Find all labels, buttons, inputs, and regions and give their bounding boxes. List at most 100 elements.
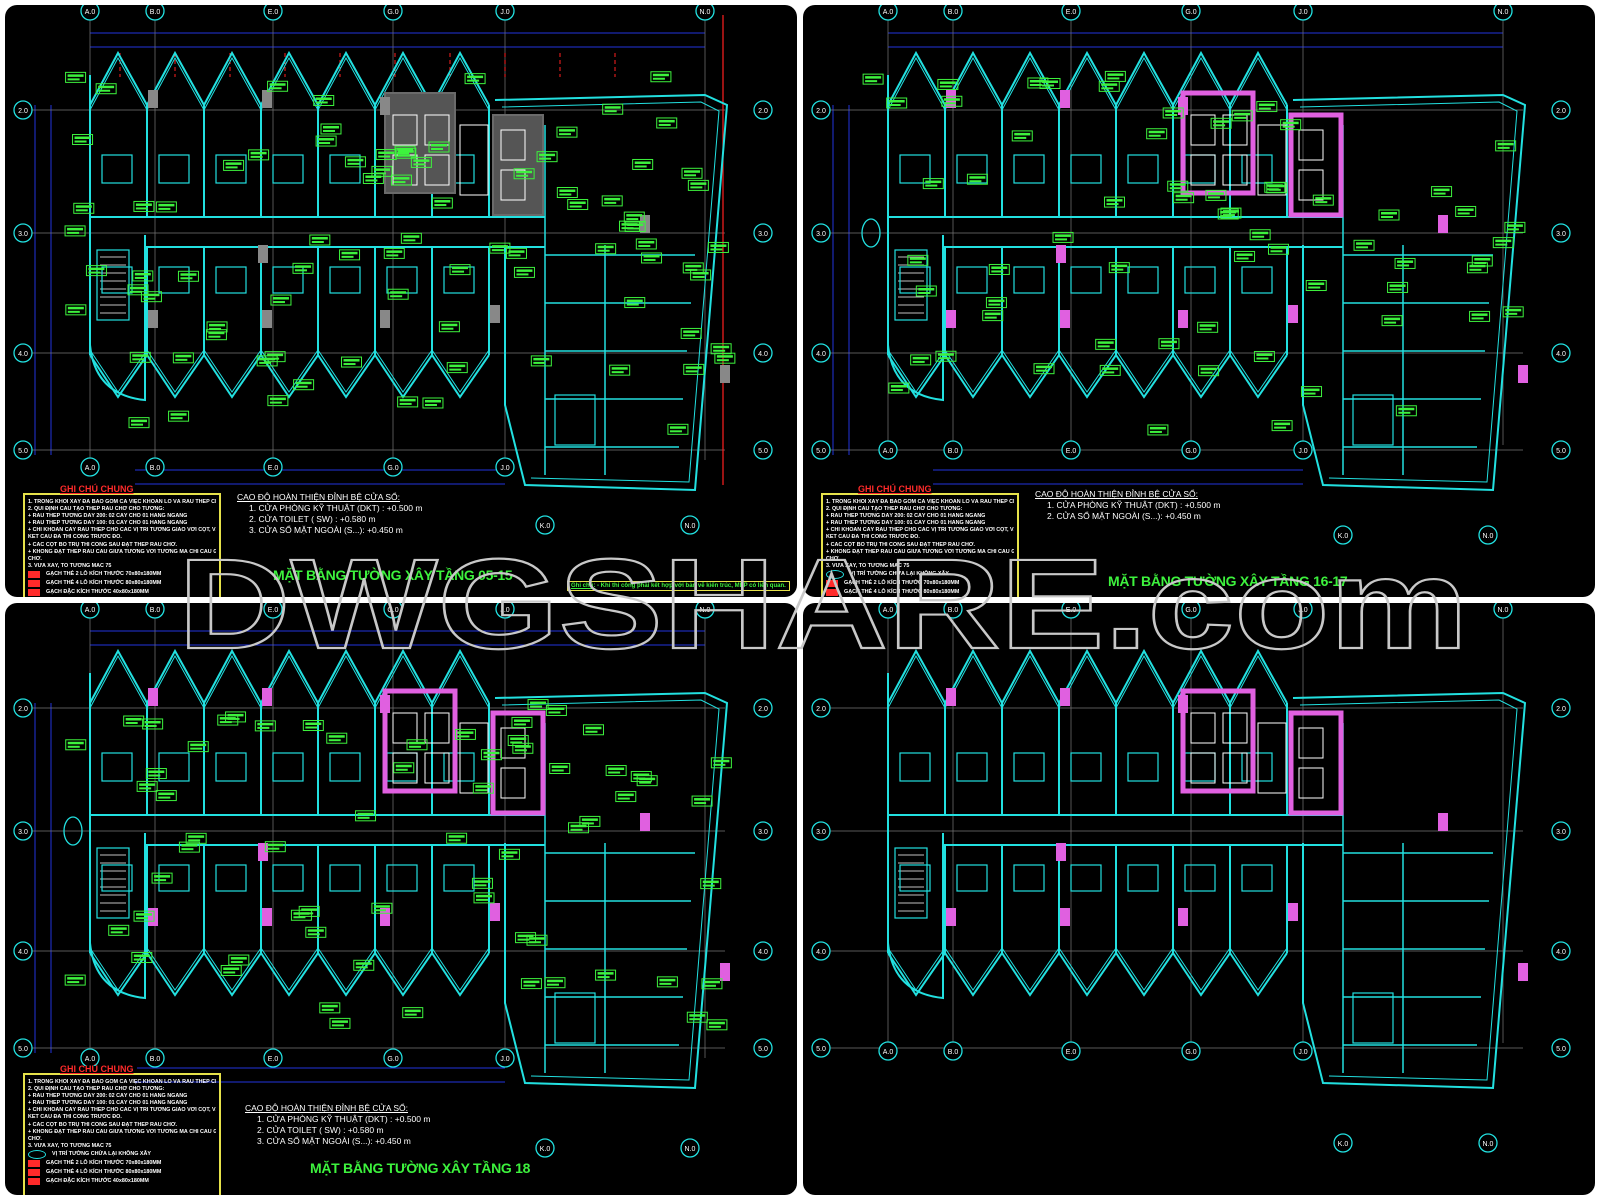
- toilet-room: [1241, 752, 1273, 782]
- wall-tag-text: [269, 83, 286, 86]
- wall-tag-text: [1042, 80, 1059, 83]
- toilet-room: [554, 394, 596, 446]
- toilet-room: [386, 864, 418, 892]
- grid-bubble: [1551, 440, 1571, 460]
- wall-tag: [428, 141, 450, 153]
- grid-bubble: [753, 698, 773, 718]
- wall-tag-text: [597, 249, 610, 252]
- wall-tag-text: [627, 227, 640, 230]
- wall-tag: [400, 232, 422, 244]
- wall-tag-text: [548, 707, 565, 710]
- wall-tag-text: [230, 961, 243, 964]
- grid-bubble-label: 5.0: [18, 1046, 28, 1053]
- wall-tag-text: [67, 981, 80, 984]
- grid-bubble-label: 2.0: [816, 108, 826, 115]
- wall-tag-text: [659, 978, 676, 982]
- grid-bubble-label: B.0: [150, 607, 161, 614]
- note-line: CHỜ.: [28, 1135, 42, 1142]
- wall-tag: [228, 954, 250, 966]
- grid-bubble: [1181, 1041, 1201, 1061]
- wall-tag-text: [133, 958, 146, 961]
- wall-tag-text: [67, 306, 84, 310]
- wall-tag-text: [328, 739, 341, 742]
- wall-tag-text: [1433, 188, 1450, 192]
- grid-bubble: [753, 343, 773, 363]
- wall-tag-text: [639, 777, 656, 781]
- wall-tag-text: [295, 265, 312, 268]
- wall-tag: [641, 252, 663, 264]
- wall-tag-text: [539, 153, 556, 157]
- wall-tag-text: [925, 180, 942, 184]
- grid-bubble: [535, 515, 555, 535]
- grid-bubble: [495, 5, 515, 21]
- wall-tag-text: [1165, 109, 1182, 113]
- wall-tag-text: [1389, 284, 1406, 287]
- wall-tag-text: [943, 98, 960, 101]
- wall-tag-text: [75, 205, 92, 208]
- wall-tag: [1095, 338, 1117, 350]
- wall-tag-text: [311, 237, 328, 240]
- toilet-room: [443, 864, 475, 892]
- wall-tag-text: [154, 875, 171, 878]
- wall-tag-text: [683, 334, 696, 337]
- wall-tag-text: [491, 249, 504, 252]
- wall-tag-text: [912, 360, 925, 363]
- wall-tag: [636, 775, 658, 787]
- wall-tag-text: [331, 1024, 344, 1027]
- drawing-title: MẶT BẰNG TƯỜNG XÂY TẦNG 16-17: [1108, 573, 1348, 589]
- grid-bubble-label: 5.0: [816, 448, 826, 455]
- grid-bubble: [1551, 1038, 1571, 1058]
- wall-tag-text: [912, 356, 929, 360]
- wall-tag-text: [74, 140, 87, 143]
- wall-tag-text: [1270, 250, 1283, 253]
- wall-tag-text: [110, 931, 123, 934]
- wall-tag: [530, 355, 552, 367]
- wall-tag: [1039, 77, 1061, 89]
- toilet-room: [956, 266, 988, 294]
- wall-tag-text: [1222, 210, 1239, 213]
- wall-tag: [512, 742, 534, 754]
- wall-tag: [1266, 182, 1288, 194]
- wall-tag-text: [604, 110, 617, 113]
- grid-bubble: [753, 223, 773, 243]
- wall-tag: [707, 241, 729, 253]
- grid-bubble: [1181, 5, 1201, 21]
- wall-tag-text: [139, 787, 152, 790]
- wall-tag: [155, 201, 177, 213]
- wall-tag-text: [452, 266, 469, 270]
- grid-bubble: [13, 100, 33, 120]
- wall-tag-text: [307, 933, 320, 936]
- grid-bubble-label: 3.0: [816, 829, 826, 836]
- toilet-room: [101, 864, 133, 892]
- core-lift-lobby: [382, 688, 458, 794]
- note-line: + CÁC CỘT BỔ TRỤ THI CÔNG SAU ĐẶT THÉP R…: [28, 541, 178, 548]
- right-wing-wall: [494, 93, 729, 492]
- wall-tag: [595, 243, 617, 255]
- wall-tag-text: [441, 323, 458, 327]
- wall-tag: [1108, 262, 1130, 274]
- wall-tag-text: [1471, 317, 1484, 320]
- wall-tag-text: [322, 129, 335, 132]
- wall-tag-text: [295, 385, 308, 388]
- wall-tag: [217, 714, 239, 726]
- wall-tag: [85, 265, 107, 277]
- wall-tag: [1502, 306, 1524, 318]
- wall-tag-text: [1102, 371, 1115, 374]
- grid-bubble: [13, 941, 33, 961]
- column: [148, 688, 158, 706]
- wall-tag-text: [144, 720, 161, 724]
- grid-bubble: [263, 1048, 283, 1068]
- wall-tag-text: [476, 894, 493, 898]
- wall-tag-text: [1506, 228, 1519, 231]
- wall-tag-text: [457, 735, 470, 738]
- wall-tag-text: [517, 934, 534, 938]
- wall-tag: [309, 234, 331, 246]
- grid-bubble-label: J.0: [1298, 448, 1307, 455]
- wall-tag-text: [341, 255, 354, 258]
- wall-tag-text: [865, 76, 882, 79]
- wall-tag-text: [134, 272, 151, 276]
- wall-tag: [293, 379, 315, 391]
- wall-tag-text: [88, 267, 105, 271]
- wall-tag-text: [158, 792, 175, 796]
- grid-bubble-label: 5.0: [758, 1046, 768, 1053]
